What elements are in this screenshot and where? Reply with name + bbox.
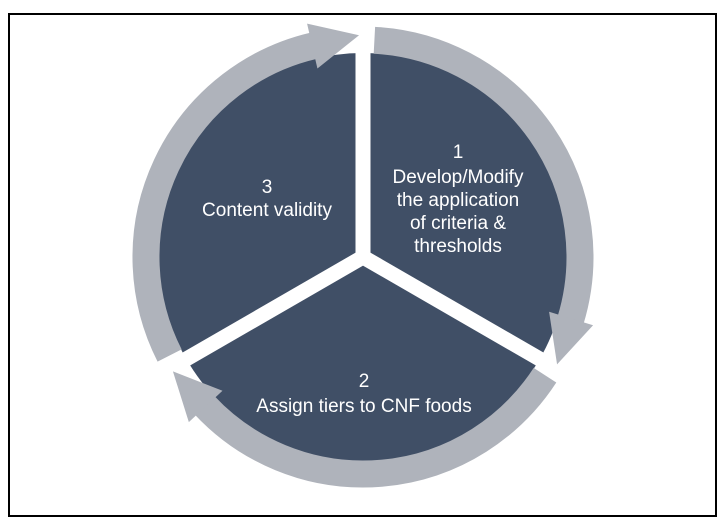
segment-1-label-line: the application (397, 190, 520, 211)
divider-bottom-right (359, 250, 556, 373)
cycle-arrow-bottom (172, 367, 557, 488)
cycle-arrows (132, 23, 594, 488)
cycle-arrow-left (132, 23, 360, 362)
segment-1-label-line: thresholds (414, 236, 502, 257)
segment-3-number: 3 (262, 177, 273, 198)
segment-1-number: 1 (453, 142, 464, 163)
segment-2-label: 2 Assign tiers to CNF foods (256, 371, 471, 417)
cycle-arrow-right (373, 26, 594, 365)
segment-3-label-line: Content validity (202, 200, 332, 221)
divider-bottom-left (170, 250, 367, 373)
segment-2-number: 2 (359, 371, 370, 392)
segment-1-label: 1 Develop/Modify the application of crit… (393, 142, 524, 257)
segment-2-label-line: Assign tiers to CNF foods (256, 396, 471, 417)
segment-dividers (170, 39, 556, 373)
segment-1-label-line: of criteria & (410, 213, 506, 234)
segment-3-label: 3 Content validity (202, 177, 332, 221)
segment-1-label-line: Develop/Modify (393, 167, 524, 188)
